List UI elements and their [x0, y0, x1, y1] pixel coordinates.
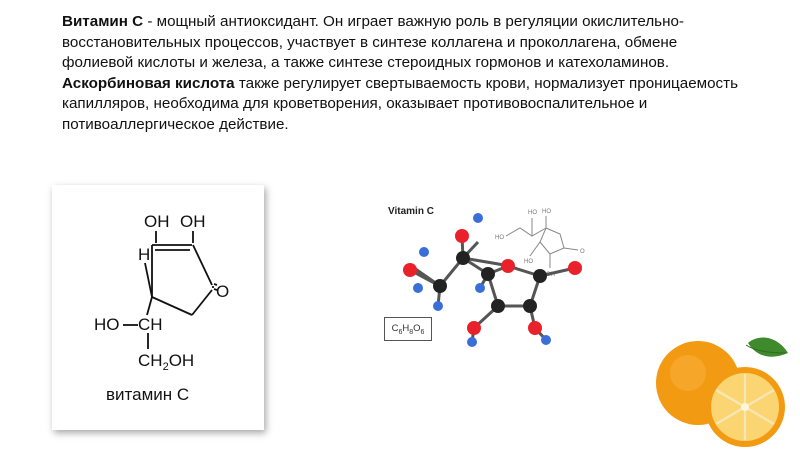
oh-top-left-label: OH — [144, 212, 170, 231]
oxygen-atom — [528, 321, 542, 335]
hydrogen-atom — [473, 213, 483, 223]
slice-segments — [715, 374, 775, 440]
carbon-atom — [523, 299, 537, 313]
orange-illustration — [650, 325, 790, 455]
h-label: H — [138, 245, 150, 264]
carbon-atom — [491, 299, 505, 313]
ch-label: CH — [138, 315, 163, 334]
ch2oh-label: CH2OH — [138, 351, 194, 373]
oxygen-atom — [467, 321, 481, 335]
oxygen-atom — [455, 229, 469, 243]
atoms — [403, 213, 582, 347]
ascorbic-acid-term: Аскорбиновая кислота — [62, 74, 235, 92]
paragraph-text-1: - мощный антиоксидант. Он играет важную … — [62, 13, 684, 72]
oxygen-atom — [403, 263, 417, 277]
chemical-formula-box: C6H8O6 — [384, 317, 432, 341]
vitamin-c-heading: Витамин С — [62, 13, 144, 30]
leaf-icon — [748, 337, 788, 357]
structural-formula-drawing: OH OH H O HO CH CH2OH — [94, 212, 229, 373]
ho-label: HO — [94, 315, 120, 334]
carbon-atom — [533, 269, 547, 283]
ring-bonds — [123, 231, 218, 349]
svg-text:HO: HO — [542, 209, 551, 215]
ketone-o-label: O — [216, 282, 229, 301]
carbon-atom — [456, 251, 470, 265]
hydrogen-atom — [475, 283, 485, 293]
oxygen-atom — [501, 259, 515, 273]
structural-formula-card: OH OH H O HO CH CH2OH витамин С — [52, 185, 264, 430]
svg-text:HO: HO — [524, 259, 533, 265]
hydrogen-atom — [467, 337, 477, 347]
ball-and-stick-model: HO HO HO O HO OH — [403, 209, 585, 347]
hydrogen-atom — [541, 335, 551, 345]
orange-picture — [656, 337, 788, 447]
hydrogen-atom — [413, 283, 423, 293]
carbon-atom — [433, 279, 447, 293]
molecule-title: Vitamin C — [388, 206, 434, 217]
svg-text:HO: HO — [528, 210, 537, 216]
description-paragraph: Витамин С - мощный антиоксидант. Он игра… — [62, 12, 752, 136]
svg-text:HO: HO — [495, 235, 504, 241]
paragraph-text-2: также регулирует свертываемость крови, н… — [62, 74, 738, 133]
structure-caption: витамин С — [106, 385, 190, 404]
hydrogen-atom — [433, 301, 443, 311]
svg-text:O: O — [580, 249, 585, 255]
skeletal-formula-mini — [505, 216, 579, 268]
vitamin-c-molecule-illustration: HO HO HO O HO OH — [380, 196, 610, 356]
oxygen-atom — [568, 261, 582, 275]
carbon-atom — [481, 267, 495, 281]
hydrogen-atom — [419, 247, 429, 257]
oh-top-right-label: OH — [180, 212, 206, 231]
